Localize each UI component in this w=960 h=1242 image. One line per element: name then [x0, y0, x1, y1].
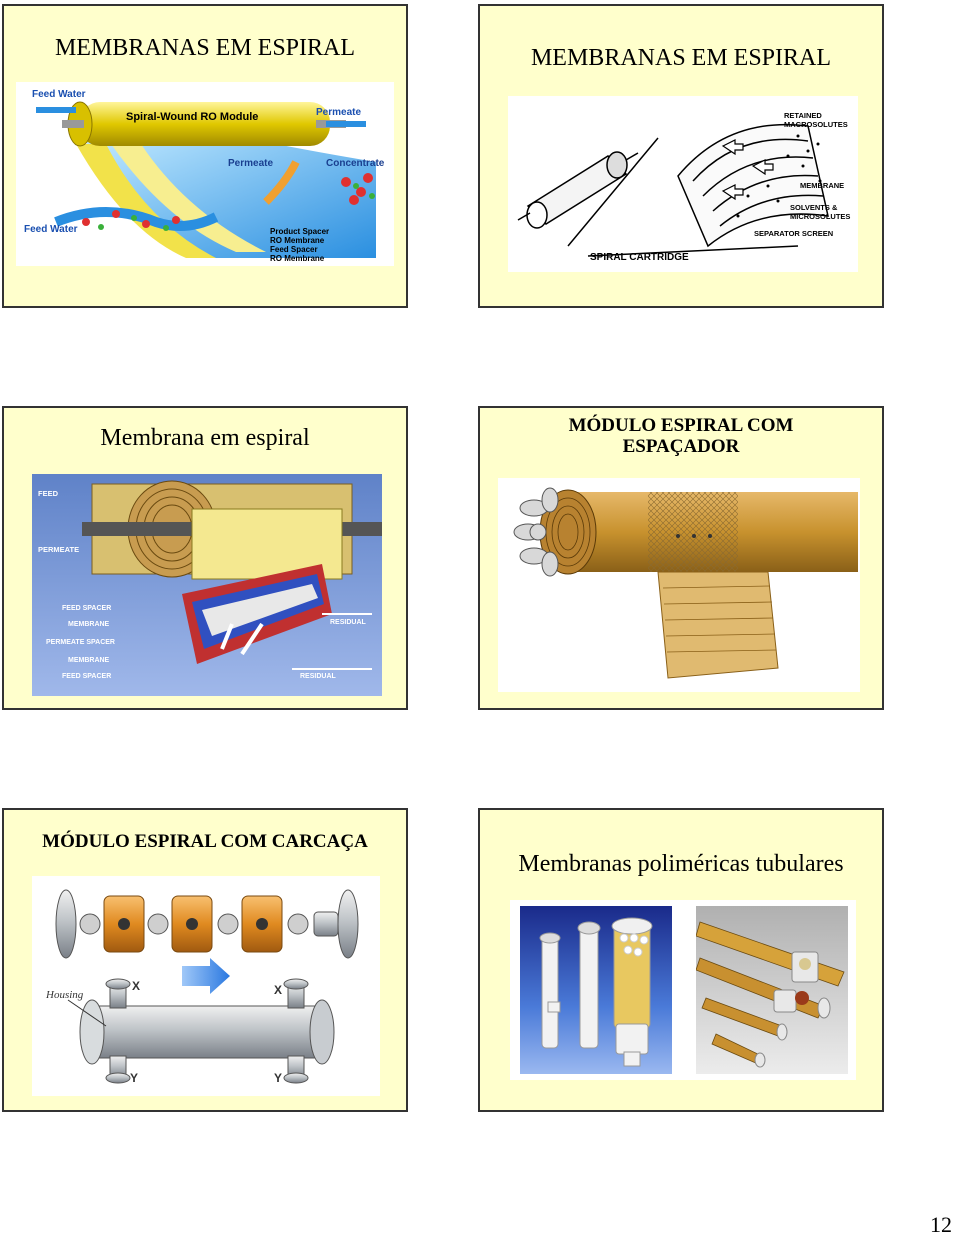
slide-1: MEMBRANAS EM ESPIRAL [2, 4, 408, 308]
spiral-membrane-figure: FEED PERMEATE FEED SPACER MEMBRANE PERME… [32, 474, 382, 696]
label-microsolutes: MICROSOLUTES [790, 212, 850, 221]
label-y1: Y [130, 1071, 138, 1085]
label-membrane: MEMBRANE [800, 181, 844, 190]
label-product-spacer: Product Spacer [270, 227, 329, 236]
label-feed-water-top: Feed Water [32, 89, 86, 100]
gold-tubes-illustration [696, 921, 845, 1068]
spiral-spacer-illustration [498, 478, 860, 692]
label-feed-water-left: Feed Water [24, 224, 78, 235]
slide-3: Membrana em espiral FEED PERME [2, 406, 408, 710]
spiral-housing-illustration: Housing X X Y Y [32, 876, 380, 1096]
label-feed-spacer: Feed Spacer [270, 245, 318, 254]
slide-title: Membranas poliméricas tubulares [518, 851, 844, 877]
label-macrosolutes: MACROSOLUTES [784, 120, 848, 129]
label-feed: FEED [38, 489, 59, 498]
slide-title: Membrana em espiral [100, 425, 310, 451]
label-feed-spacer-2: FEED SPACER [62, 673, 111, 680]
slide-2: MEMBRANAS EM ESPIRAL [478, 4, 884, 308]
label-housing: Housing [45, 989, 84, 1001]
label-permeate-top: Permeate [316, 107, 361, 118]
label-ro-membrane-1: RO Membrane [270, 236, 325, 245]
label-feed-spacer-1: FEED SPACER [62, 605, 111, 612]
spiral-membrane-cutaway: FEED PERMEATE FEED SPACER MEMBRANE PERME… [32, 474, 382, 696]
label-residual-2: RESIDUAL [300, 673, 337, 680]
label-retained: RETAINED [784, 111, 822, 120]
label-cartridge: SPIRAL CARTRIDGE [590, 252, 689, 263]
label-permeate-spacer: PERMEATE SPACER [46, 639, 115, 646]
label-concentrate: Concentrate [326, 158, 385, 169]
label-permeate-mid: Permeate [228, 158, 273, 169]
slide-title: MEMBRANAS EM ESPIRAL [530, 45, 832, 71]
label-x1: X [132, 979, 140, 993]
spiral-cartridge-drawing: RETAINED MACROSOLUTES MEMBRANE SOLVENTS … [508, 96, 858, 272]
spiral-ro-module-illustration: Feed Water Spiral-Wound RO Module Permea… [16, 82, 394, 266]
label-x2: X [274, 983, 282, 997]
label-residual-1: RESIDUAL [330, 619, 367, 626]
label-y2: Y [274, 1071, 282, 1085]
slide-title-line2: ESPAÇADOR [622, 436, 740, 457]
spiral-cartridge-figure: RETAINED MACROSOLUTES MEMBRANE SOLVENTS … [508, 96, 858, 272]
slide-6: Membranas poliméricas tubulares [478, 808, 884, 1112]
spiral-spacer-figure [498, 478, 860, 692]
label-solvents: SOLVENTS & [790, 203, 838, 212]
label-membrane-1: MEMBRANE [68, 621, 110, 628]
label-permeate: PERMEATE [38, 545, 79, 554]
slide-title-line1: MÓDULO ESPIRAL COM [568, 415, 794, 436]
spiral-ro-module-figure: Feed Water Spiral-Wound RO Module Permea… [16, 82, 394, 266]
label-ro-membrane-2: RO Membrane [270, 254, 325, 263]
label-module: Spiral-Wound RO Module [126, 111, 258, 123]
tubular-photo-left [520, 906, 672, 1074]
slide-title: MEMBRANAS EM ESPIRAL [54, 35, 356, 61]
label-separator: SEPARATOR SCREEN [754, 229, 833, 238]
white-tubes-illustration [539, 917, 653, 1067]
label-membrane-2: MEMBRANE [68, 657, 110, 664]
slide-5: MÓDULO ESPIRAL COM CARCAÇA [2, 808, 408, 1112]
spiral-housing-figure: Housing X X Y Y [32, 876, 380, 1096]
slide-title: MÓDULO ESPIRAL COM CARCAÇA [42, 831, 368, 852]
tubular-membranes-figure [510, 900, 856, 1080]
tubular-photo-right [696, 906, 848, 1074]
page-number: 12 [930, 1212, 952, 1237]
slide-4: MÓDULO ESPIRAL COM ESPAÇADOR [478, 406, 884, 710]
